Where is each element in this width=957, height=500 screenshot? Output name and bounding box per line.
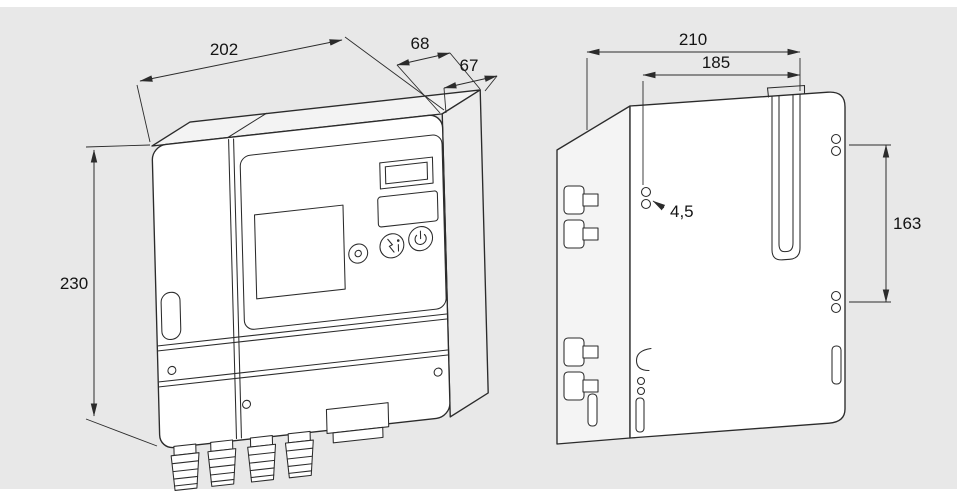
status-display [379, 156, 434, 190]
cover-groove [157, 313, 448, 347]
dim-hole-spacing-label: 163 [893, 214, 921, 233]
fixing-hole [636, 386, 646, 396]
cover-groove [157, 318, 448, 352]
cover-groove [158, 354, 449, 388]
dim-hole-diameter-label: 4,5 [670, 202, 694, 221]
cable-gland [284, 430, 315, 479]
main-display [253, 204, 346, 300]
reset-info-icon [387, 238, 400, 253]
dim-back-width-overall-label: 210 [679, 30, 707, 49]
select-button[interactable] [348, 243, 369, 264]
side-window [160, 291, 182, 341]
back-view: 210 185 4,5 163 [556, 30, 921, 445]
dimension-front-depth-total: 68 [396, 34, 481, 114]
dimension-front-width: 202 [136, 36, 445, 143]
dim-front-height-label: 230 [60, 274, 88, 293]
select-button-dot [354, 249, 362, 258]
label-window [377, 190, 439, 228]
cable-gland [207, 439, 238, 488]
cable-gland [246, 434, 277, 483]
dimension-hole-spacing-vertical: 163 [849, 144, 921, 303]
dimension-back-width-overall: 210 [586, 30, 801, 130]
dim-back-width-inner-label: 185 [702, 53, 730, 72]
dimension-back-width-inner: 185 [642, 53, 801, 185]
dimension-hole-diameter: 4,5 [652, 200, 694, 221]
device-back-face [629, 91, 846, 439]
dimension-front-height: 230 [60, 144, 158, 447]
dimension-front-depth-body: 67 [443, 56, 498, 114]
fixing-hole [636, 376, 646, 386]
cover-groove [158, 349, 449, 383]
front-perspective-view: 202 68 67 230 [60, 34, 498, 492]
cable-channel [766, 84, 806, 261]
bottom-slot [587, 393, 598, 427]
dim-front-width-label: 202 [210, 40, 238, 59]
door-seam-line [233, 138, 242, 439]
conduit-duct-bottom [332, 426, 384, 444]
status-display-inner [384, 161, 429, 185]
strain-relief-hook [635, 347, 652, 372]
door-screw [242, 399, 252, 409]
door-seam-top-face [228, 112, 267, 138]
cable-gland [170, 443, 201, 492]
dim-front-depth-body-label: 67 [460, 56, 479, 75]
door-screw [433, 367, 443, 377]
bottom-slot [831, 345, 842, 385]
bottom-slot [635, 397, 645, 433]
door-seam-line [228, 139, 238, 440]
dim-front-depth-total-label: 68 [411, 34, 430, 53]
power-icon [414, 230, 427, 245]
housing-screw [167, 365, 177, 376]
